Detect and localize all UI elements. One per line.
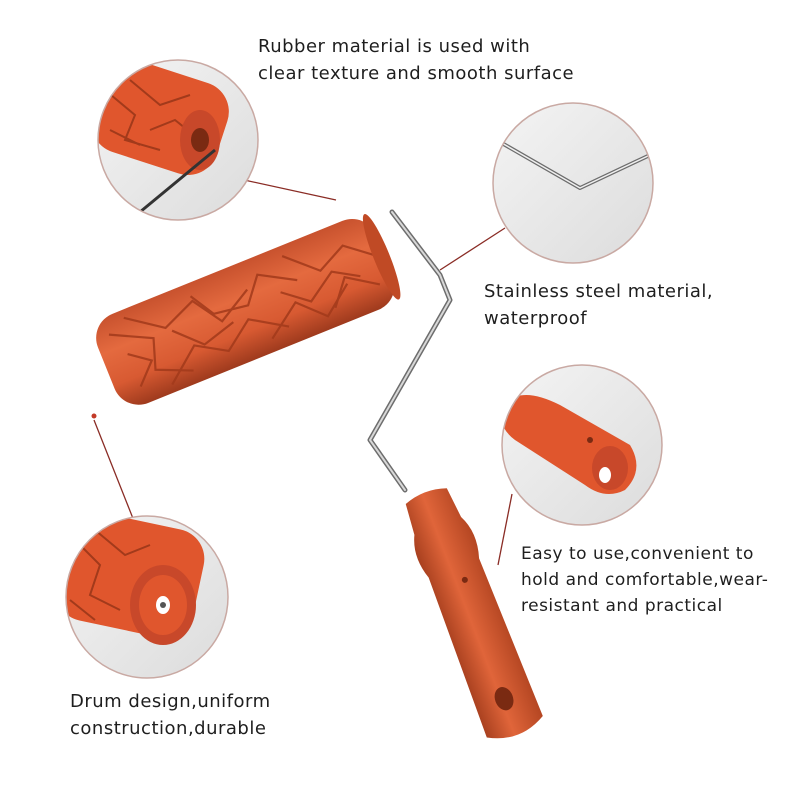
caption-stainless-steel: Stainless steel material, waterproof [484,278,713,332]
caption-rubber-line-2: clear texture and smooth surface [258,63,575,84]
handle [405,488,543,739]
caption-steel-line-1: Stainless steel material, [484,281,714,302]
caption-drum-line-2: construction,durable [70,718,267,739]
leader-lines [91,177,513,566]
caption-easy-line-3: resistant and practical [521,596,723,616]
steel-frame [367,209,453,493]
caption-easy-line-1: Easy to use,convenient to [521,544,754,564]
caption-rubber-material: Rubber material is used with clear textu… [258,33,574,87]
inset-handle [501,364,663,526]
caption-steel-line-2: waterproof [484,308,588,329]
roller-drum [96,214,401,405]
inset-steel-frame [492,102,654,264]
caption-drum-line-1: Drum design,uniform [70,691,271,712]
caption-drum-design: Drum design,uniform construction,durable [70,688,271,742]
caption-easy-to-use: Easy to use,convenient to hold and comfo… [521,541,768,619]
caption-rubber-line-1: Rubber material is used with [258,36,531,57]
inset-drum-end [65,515,229,679]
caption-easy-line-2: hold and comfortable,wear- [521,570,769,590]
inset-rubber-texture [97,59,259,221]
